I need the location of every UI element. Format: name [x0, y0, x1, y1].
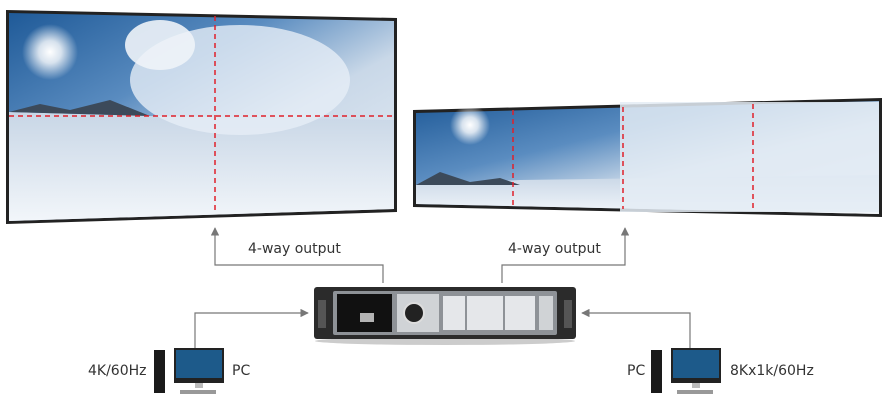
split-lines [512, 104, 754, 212]
sun [450, 105, 490, 145]
right-input-resolution: 8Kx1k/60Hz [730, 363, 814, 379]
left-input-source: PC [232, 363, 250, 379]
right-video-wall [413, 98, 882, 217]
right-input-arrow [581, 308, 691, 352]
left-output-label: 4-way output [248, 241, 341, 257]
right-output-arrow [501, 227, 630, 283]
left-input-arrow [194, 308, 309, 352]
right-pc [651, 348, 721, 394]
left-output-arrow [210, 227, 384, 283]
pc-tower-icon [154, 350, 165, 393]
sun [22, 24, 78, 80]
right-input-source: PC [627, 363, 645, 379]
right-output-label: 4-way output [508, 241, 601, 257]
device-knob [403, 302, 425, 324]
left-video-wall [6, 10, 397, 224]
left-input-resolution: 4K/60Hz [88, 363, 147, 379]
split-lines [9, 16, 394, 214]
pc-tower-icon [651, 350, 662, 393]
video-processor [314, 287, 576, 345]
left-pc [154, 348, 224, 394]
